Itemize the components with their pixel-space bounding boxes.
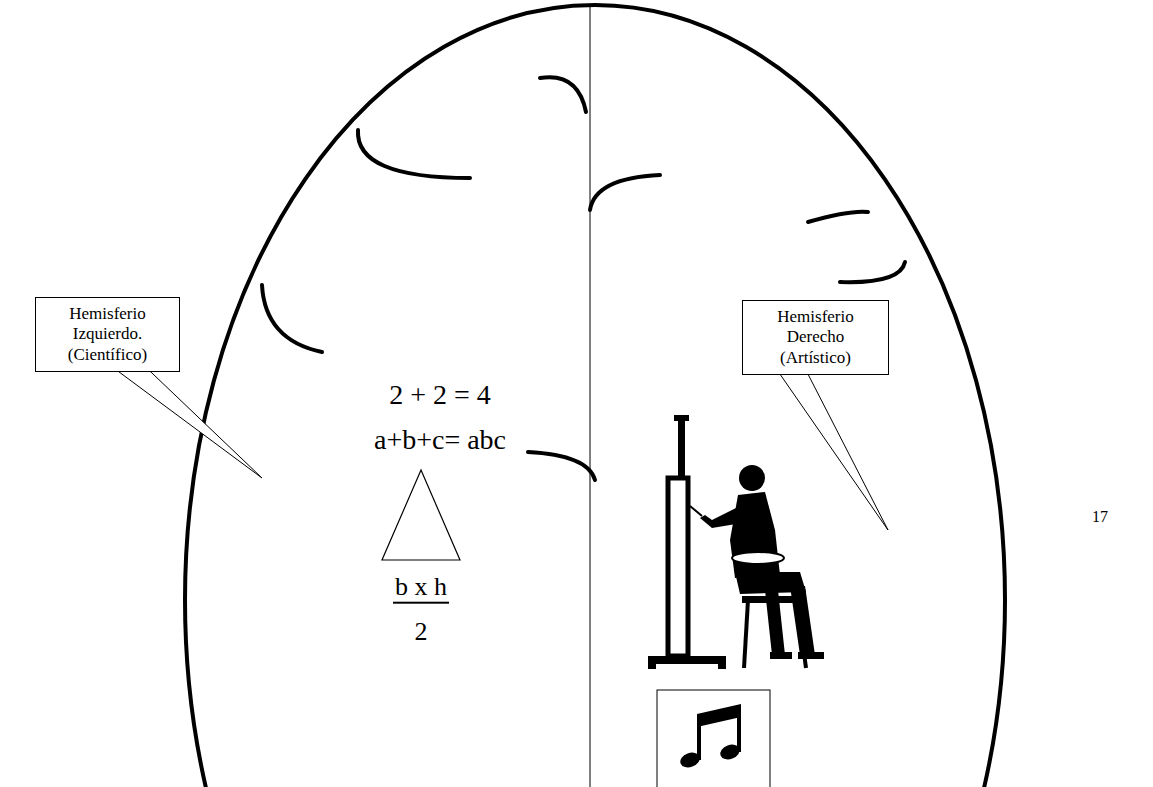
formula-text: a+b+c= abc — [374, 425, 506, 456]
sulcus — [808, 212, 868, 222]
easel-base — [648, 656, 726, 664]
painter-arm — [700, 505, 748, 528]
painter-torso — [730, 492, 780, 578]
callout-text: Hemisferio Derecho (Artístico) — [757, 307, 874, 368]
sulcus — [528, 452, 595, 480]
callout-pointer — [780, 374, 888, 530]
sulcus — [840, 262, 905, 282]
formula-text: 2 + 2 = 4 — [389, 380, 491, 411]
formula-text: 2 — [415, 618, 428, 647]
palette — [732, 552, 784, 564]
page-number: 17 — [1092, 508, 1108, 526]
callout-tails — [118, 371, 888, 530]
callout-box: Hemisferio Izquierdo. (Científico) — [35, 297, 180, 372]
sulcus — [358, 130, 470, 178]
sulcus — [262, 285, 322, 352]
painter-foot — [770, 652, 792, 659]
stool-seat — [742, 596, 802, 603]
canvas — [668, 478, 688, 656]
easel-foot — [718, 660, 726, 669]
brain-outline — [185, 5, 1005, 787]
music-box — [657, 690, 770, 787]
triangle-symbol — [382, 470, 460, 560]
sulcus — [540, 77, 586, 112]
easel-top — [674, 415, 689, 421]
callout-pointer — [118, 371, 262, 478]
easel-foot — [648, 660, 656, 669]
stool-leg — [744, 600, 748, 668]
painter-head — [739, 465, 765, 491]
note-beam — [697, 704, 741, 727]
brush — [690, 506, 702, 516]
painter-figure — [648, 415, 824, 669]
sulcus — [590, 175, 660, 210]
callout-box: Hemisferio Derecho (Artístico) — [742, 300, 889, 375]
midline — [590, 5, 591, 787]
music-symbol — [657, 690, 770, 787]
sulci — [262, 77, 905, 480]
formula-text: b x h — [393, 573, 449, 604]
painter-foot — [798, 652, 824, 659]
callout-text: Hemisferio Izquierdo. (Científico) — [50, 304, 165, 365]
stool-leg — [797, 600, 806, 668]
